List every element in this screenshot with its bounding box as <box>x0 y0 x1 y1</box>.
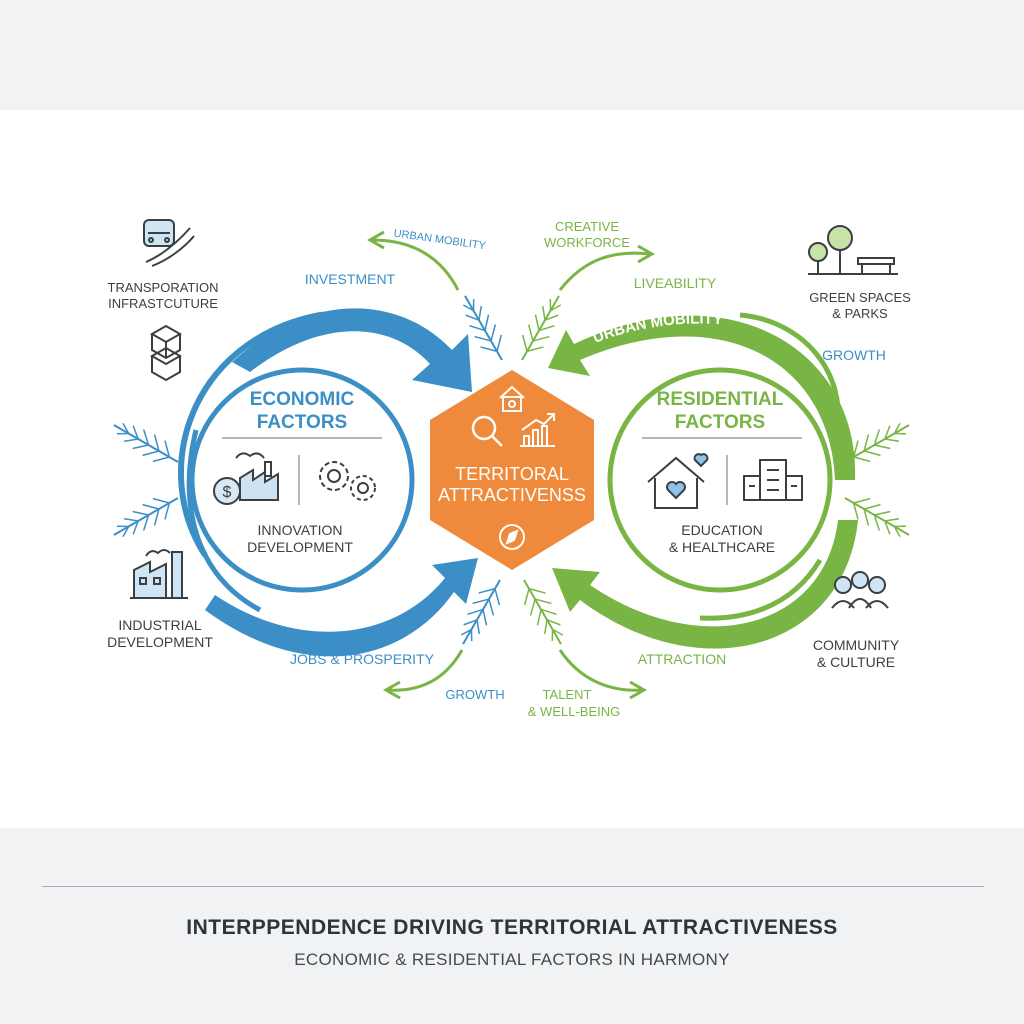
talent-label-line1: TALENT <box>543 687 592 702</box>
territorial-attractiveness-hub: TERRITORAL ATTRACTIVENSS <box>430 370 594 570</box>
economic-title-line1: ECONOMIC <box>250 389 355 410</box>
residential-inner-ring <box>607 367 833 593</box>
frond-left-lower <box>106 486 185 547</box>
house-icon <box>499 385 525 412</box>
investment-arrow <box>232 308 472 392</box>
community-label-line1: COMMUNITY <box>813 637 900 653</box>
growth-chart-icon <box>520 413 555 447</box>
economic-cycle: ECONOMIC FACTORS $ INNOVATION DEVELOPMEN… <box>178 308 478 657</box>
attraction-arrow <box>552 520 858 649</box>
footer-title: INTERPPENDENCE DRIVING TERRITORIAL ATTRA… <box>186 916 838 939</box>
magnifier-icon <box>471 415 503 447</box>
green-spaces-label-line1: GREEN SPACES <box>809 290 911 305</box>
attraction-label: ATTRACTION <box>638 651 726 667</box>
residential-title-line1: RESIDENTIAL <box>657 389 784 410</box>
compass-icon <box>499 524 525 550</box>
gears-icon <box>319 461 376 501</box>
creative-workforce-arrow <box>558 251 651 291</box>
economic-caption-line2: DEVELOPMENT <box>247 539 353 555</box>
center-title-line1: TERRITORAL <box>455 464 569 484</box>
transportation-label-line1: TRANSPORATION <box>108 280 219 295</box>
community-label-line2: & CULTURE <box>817 654 895 670</box>
green-spaces-label-line2: & PARKS <box>832 306 888 321</box>
economic-caption-line1: INNOVATION <box>257 522 342 538</box>
small-arrows <box>366 230 656 700</box>
trees-bench-icon <box>808 225 898 275</box>
urban-mobility-top-label: URBAN MOBILITY <box>393 228 487 253</box>
residential-title-line2: FACTORS <box>675 412 765 433</box>
industrial-label-line2: DEVELOPMENT <box>107 634 213 650</box>
residential-outer-arc-bottom <box>699 558 823 621</box>
train-icon <box>143 219 195 267</box>
top-band <box>0 0 1024 110</box>
factory-coin-icon: $ <box>213 452 279 505</box>
boxes-icon <box>149 324 183 382</box>
jobs-arrow <box>205 558 478 657</box>
industrial-icon <box>130 549 188 599</box>
economic-inner-ring <box>189 367 415 593</box>
footer-subtitle: ECONOMIC & RESIDENTIAL FACTORS IN HARMON… <box>294 950 730 969</box>
urban-mobility-arrow <box>548 315 856 480</box>
economic-outer-arc-bottom <box>186 429 262 613</box>
growth-bottom-arrow <box>387 649 464 692</box>
talent-label-line2: & WELL-BEING <box>528 704 620 719</box>
urban-mobility-top-arrow <box>371 238 460 291</box>
transportation-label-line2: INFRASTCUTURE <box>108 296 218 311</box>
bottom-band <box>0 828 1024 1024</box>
industrial-label-line1: INDUSTRIAL <box>118 617 201 633</box>
creative-workforce-label-line1: CREATIVE <box>555 219 619 234</box>
footer-divider <box>42 886 984 887</box>
economic-title-line2: FACTORS <box>257 412 347 433</box>
creative-workforce-label-line2: WORKFORCE <box>544 235 630 250</box>
growth-right-label: GROWTH <box>822 347 886 363</box>
residential-caption-line1: EDUCATION <box>681 522 762 538</box>
center-title-line2: ATTRACTIVENSS <box>438 485 586 505</box>
residential-caption-line2: & HEALTHCARE <box>669 539 775 555</box>
growth-bottom-label: GROWTH <box>445 687 504 702</box>
hospital-building-icon <box>743 459 803 501</box>
community-icon <box>831 571 889 609</box>
residential-cycle: RESIDENTIAL FACTORS EDUCATION & <box>548 312 858 649</box>
jobs-bottom-label: JOBS & PROSPERITY <box>290 651 435 667</box>
svg-text:$: $ <box>223 484 232 501</box>
heart-house-icon <box>647 453 709 509</box>
talent-arrow <box>558 649 643 692</box>
liveability-label: LIVEABILITY <box>634 275 717 291</box>
investment-label: INVESTMENT <box>305 271 396 287</box>
frond-left-upper <box>106 413 185 474</box>
